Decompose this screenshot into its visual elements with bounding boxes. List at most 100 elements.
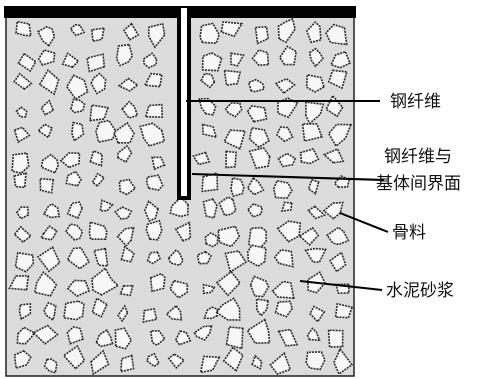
aggregate-particle [89, 104, 109, 122]
aggregate-particle [308, 47, 324, 68]
aggregate-particle [199, 355, 221, 374]
aggregate-particle [118, 178, 137, 196]
interface-label-line1: 钢纤维与 [384, 147, 452, 167]
aggregate-particle [272, 179, 293, 199]
aggregate-particle [193, 325, 213, 341]
interface-label-line2: 基体间界面 [376, 174, 461, 194]
aggregate-particle [280, 201, 293, 213]
aggregate-particle [246, 176, 265, 196]
aggregate-particle [201, 123, 218, 139]
aggregate-particle [117, 144, 133, 163]
aggregate-particle [251, 49, 270, 67]
aggregate-particle [215, 297, 241, 321]
aggregate-particle [145, 174, 164, 191]
aggregate-particle [15, 20, 32, 37]
aggregate-particle [69, 23, 86, 37]
aggregate-particle [13, 126, 31, 144]
aggregate-particle [143, 72, 163, 88]
aggregate-particle [199, 22, 221, 45]
aggregate-particle [246, 318, 271, 344]
aggregate-particle [274, 300, 294, 318]
aggregate-particle [36, 26, 56, 47]
aggregate-particle [144, 103, 164, 118]
aggregate-particle [225, 150, 237, 169]
aggregate-particle [220, 21, 244, 38]
aggregate-particle [334, 302, 354, 319]
aggregate-particle [142, 52, 158, 69]
aggregate-particle [40, 153, 60, 174]
aggregate-particle [230, 177, 245, 198]
aggregate-particle [223, 69, 242, 87]
aggregate-particle [117, 77, 139, 92]
aggregate-particle [146, 352, 161, 368]
aggregate-particle [66, 279, 91, 298]
aggregate-particle [167, 353, 186, 369]
aggregate-particle [275, 126, 294, 143]
aggregate-particle [14, 251, 35, 273]
aggregate-particle [307, 205, 326, 220]
aggregate-particle [142, 307, 158, 323]
aggregate-particle [65, 74, 89, 101]
aggregate-particle [204, 231, 219, 248]
aggregate-particle [274, 77, 296, 95]
aggregate-particle [13, 349, 32, 370]
aggregate-particle [276, 220, 302, 243]
aggregate-particle [247, 78, 266, 93]
aggregate-particle [114, 206, 133, 220]
aggregate-particle [114, 327, 133, 350]
aggregate-particle [200, 72, 216, 89]
aggregate-particle [90, 72, 107, 95]
aggregate-particle [305, 21, 322, 44]
aggregate-particle [117, 304, 129, 323]
aggregate-particle [17, 52, 37, 73]
aggregate-particle [269, 351, 292, 375]
aggregate-particle [301, 123, 324, 143]
aggregate-particle [277, 328, 299, 347]
aggregate-particle [95, 328, 114, 348]
aggregate-particle [246, 105, 268, 123]
aggregate-particle [13, 225, 33, 244]
aggregate-particle [11, 152, 30, 174]
aggregate-leader [339, 212, 389, 233]
aggregate-particle [91, 267, 120, 296]
aggregate-particle [36, 246, 61, 273]
aggregate-particle [70, 98, 86, 114]
aggregate-particle [59, 152, 81, 169]
aggregate-particle [306, 327, 321, 342]
aggregate-particle [198, 97, 217, 116]
aggregate-particle [143, 200, 159, 222]
aggregate-particle [202, 198, 218, 219]
aggregate-particle [122, 22, 140, 41]
aggregate-particle [246, 244, 267, 268]
aggregate-particle [322, 201, 344, 220]
aggregate-particle [16, 326, 36, 345]
fiber-label: 钢纤维 [390, 92, 441, 112]
aggregate-particle [95, 119, 117, 144]
aggregate-particle [203, 306, 219, 320]
aggregate-particles [8, 17, 354, 376]
aggregate-particle [327, 69, 348, 90]
aggregate-particle [146, 251, 161, 265]
aggregate-particle [202, 283, 216, 295]
aggregate-particle [277, 97, 299, 119]
aggregate-particle [15, 206, 30, 220]
aggregate-particle [254, 25, 270, 45]
aggregate-particle [165, 304, 183, 321]
aggregate-particle [224, 102, 243, 118]
aggregate-label: 骨料 [392, 223, 426, 243]
aggregate-particle [113, 121, 135, 144]
aggregate-particle [115, 43, 134, 67]
aggregate-particle [329, 50, 352, 69]
aggregate-particle [39, 177, 55, 194]
aggregate-particle [304, 247, 327, 264]
aggregate-particle [120, 354, 135, 373]
aggregate-particle [62, 300, 85, 321]
aggregate-particle [62, 344, 86, 370]
aggregate-particle [305, 351, 326, 371]
aggregate-particle [273, 248, 294, 268]
aggregate-particle [116, 226, 135, 247]
aggregate-particle [121, 100, 139, 119]
aggregate-particle [174, 221, 192, 242]
aggregate-particle [39, 225, 58, 241]
